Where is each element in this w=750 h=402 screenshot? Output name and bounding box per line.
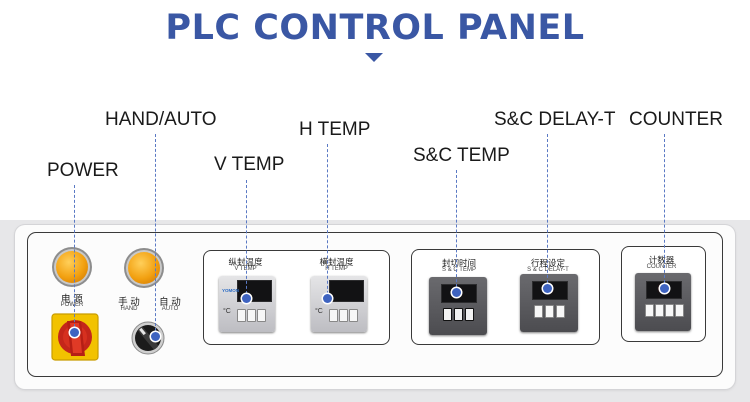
power-label-en: POWER bbox=[60, 302, 84, 308]
v-temp-label-cn: 纵封温度 bbox=[228, 257, 263, 267]
page-title: PLC CONTROL PANEL bbox=[165, 8, 585, 48]
dot-sc-temp bbox=[452, 288, 461, 297]
sc-delay-label-en: S & C DELAY-T bbox=[527, 267, 569, 273]
callout-hand-auto: HAND/AUTO bbox=[105, 109, 217, 130]
v-temp-dial-1[interactable] bbox=[237, 309, 246, 322]
panel-frame bbox=[27, 232, 723, 377]
sc-time-dial-3[interactable] bbox=[465, 308, 474, 321]
sc-time-dial-2[interactable] bbox=[454, 308, 463, 321]
title-arrow-icon bbox=[365, 53, 383, 62]
dot-power bbox=[70, 328, 79, 337]
dot-counter bbox=[660, 284, 669, 293]
rotary-switch-icon bbox=[51, 313, 99, 361]
sc-delay-dial-2[interactable] bbox=[545, 305, 554, 318]
hand-auto-selector[interactable] bbox=[130, 320, 166, 356]
sc-time-label-en: S & C TEMP bbox=[442, 267, 476, 273]
callout-h-temp: H TEMP bbox=[299, 119, 371, 140]
leader-h-temp bbox=[327, 144, 328, 299]
dot-v-temp bbox=[242, 294, 251, 303]
counter-dial-3[interactable] bbox=[665, 304, 674, 317]
selector-switch-icon bbox=[131, 321, 165, 355]
sc-time-relay[interactable] bbox=[429, 277, 487, 335]
h-temp-dial-2[interactable] bbox=[339, 309, 348, 322]
power-lamp-icon bbox=[56, 251, 88, 283]
dot-h-temp bbox=[323, 294, 332, 303]
auto-label-en: AUTO bbox=[161, 306, 179, 312]
leader-hand-auto bbox=[155, 134, 156, 336]
counter-device[interactable] bbox=[635, 273, 691, 331]
callout-counter: COUNTER bbox=[629, 109, 723, 130]
counter-dial-2[interactable] bbox=[655, 304, 664, 317]
v-temp-brand: YOMON bbox=[222, 288, 240, 293]
dot-hand-auto bbox=[151, 332, 160, 341]
callout-v-temp: V TEMP bbox=[214, 154, 285, 175]
leader-counter bbox=[664, 134, 665, 288]
h-temp-label-cn: 横封温度 bbox=[319, 257, 354, 267]
sc-delay-relay[interactable] bbox=[520, 274, 578, 332]
dot-sc-delay bbox=[543, 284, 552, 293]
h-temp-dial-1[interactable] bbox=[329, 309, 338, 322]
leader-sc-temp bbox=[456, 170, 457, 292]
h-temp-controller[interactable]: °C bbox=[311, 276, 367, 332]
counter-dial-1[interactable] bbox=[645, 304, 654, 317]
sc-delay-dial-1[interactable] bbox=[534, 305, 543, 318]
power-label-cn: 电 源 bbox=[61, 294, 83, 305]
sc-time-dial-1[interactable] bbox=[443, 308, 452, 321]
hand-label-cn: 手 动 bbox=[118, 297, 140, 308]
v-temp-dial-2[interactable] bbox=[247, 309, 256, 322]
h-temp-label-en: H TEMP bbox=[325, 266, 348, 272]
v-temp-label-en: V TEMP bbox=[234, 266, 257, 272]
leader-v-temp bbox=[246, 180, 247, 299]
v-temp-dial-3[interactable] bbox=[257, 309, 266, 322]
sc-delay-dial-3[interactable] bbox=[556, 305, 565, 318]
leader-sc-delay bbox=[547, 134, 548, 288]
h-temp-dial-3[interactable] bbox=[349, 309, 358, 322]
callout-sc-delay: S&C DELAY-T bbox=[494, 109, 616, 130]
callout-sc-temp: S&C TEMP bbox=[413, 145, 510, 166]
sc-time-label-cn: 封切时间 bbox=[441, 258, 476, 268]
hand-auto-lamp-icon bbox=[128, 252, 160, 284]
hand-label-en: HAND bbox=[120, 306, 138, 312]
v-temp-controller[interactable]: YOMON °C bbox=[219, 276, 275, 332]
leader-power bbox=[74, 185, 75, 332]
counter-label-cn: 计数器 bbox=[648, 255, 675, 265]
counter-dial-4[interactable] bbox=[675, 304, 684, 317]
power-switch[interactable] bbox=[51, 313, 99, 361]
auto-label-cn: 自 动 bbox=[159, 297, 181, 308]
counter-label-en: COUNTER bbox=[646, 264, 677, 270]
callout-power: POWER bbox=[47, 160, 119, 181]
